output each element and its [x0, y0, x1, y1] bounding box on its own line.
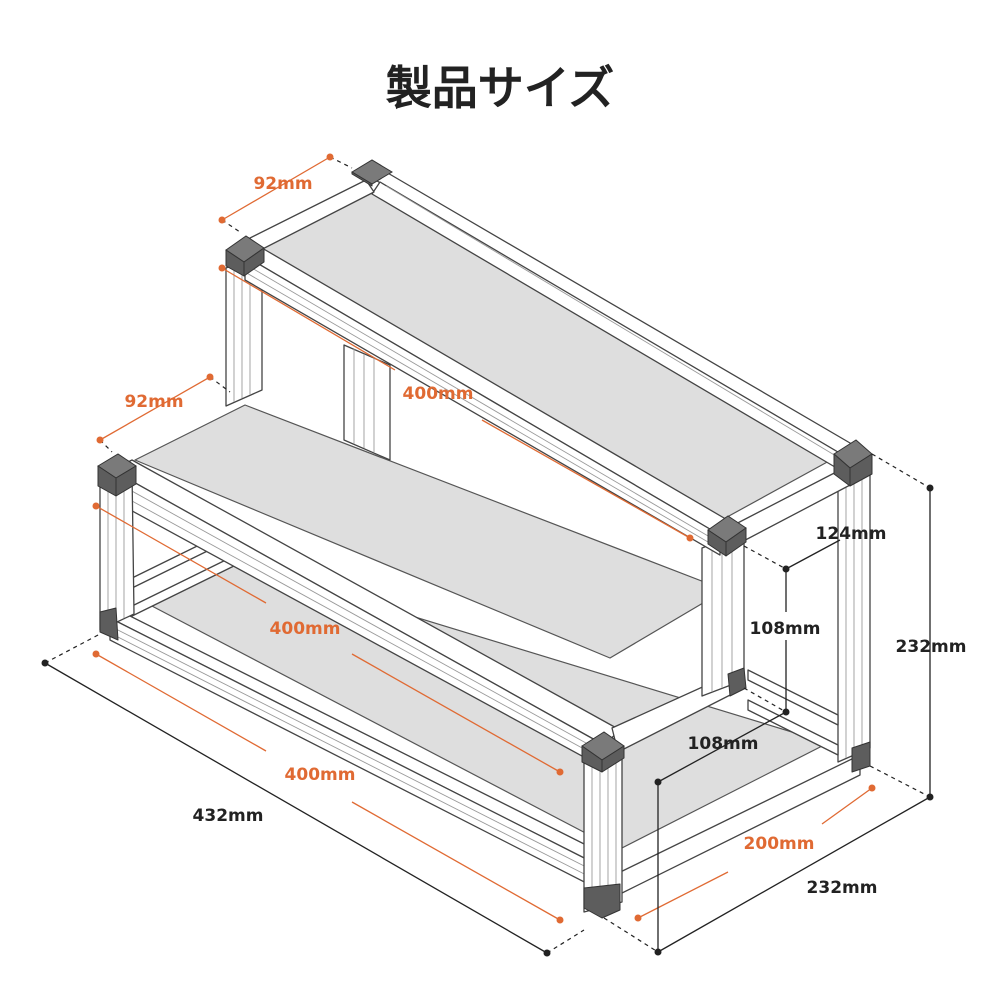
back-right-post [837, 461, 871, 763]
label-bottom-width: 400mm [285, 765, 356, 785]
label-bottom-step-height: 108mm [688, 734, 759, 754]
joint-middle-back-right [727, 667, 747, 697]
label-middle-step-depth: 92mm [124, 392, 183, 412]
label-overall-height: 232mm [896, 637, 967, 657]
label-overall-depth: 232mm [807, 878, 878, 898]
joint-bottom-front-right [583, 883, 621, 919]
joint-top-back-right [833, 439, 873, 487]
label-inner-depth: 200mm [744, 834, 815, 854]
dimension-lines [41, 153, 934, 957]
top-left-post [225, 251, 263, 407]
label-top-step-height: 124mm [816, 524, 887, 544]
joint-top-back-left [351, 159, 393, 187]
joint-middle-front-left [97, 453, 137, 497]
label-overall-width: 432mm [193, 806, 264, 826]
label-top-step-depth: 92mm [253, 174, 312, 194]
label-top-step-width: 400mm [403, 384, 474, 404]
joint-top-front-left [225, 235, 265, 277]
middle-front-rail [111, 459, 621, 769]
shelf-illustration [97, 159, 873, 919]
joint-middle-front-right [581, 731, 625, 773]
front-left-post [99, 469, 135, 631]
joint-top-front-right [707, 515, 747, 557]
label-middle-step-height: 108mm [750, 619, 821, 639]
joint-bottom-front-left [99, 607, 119, 641]
label-middle-step-width: 400mm [270, 619, 341, 639]
page-title: 製品サイズ [386, 61, 615, 115]
